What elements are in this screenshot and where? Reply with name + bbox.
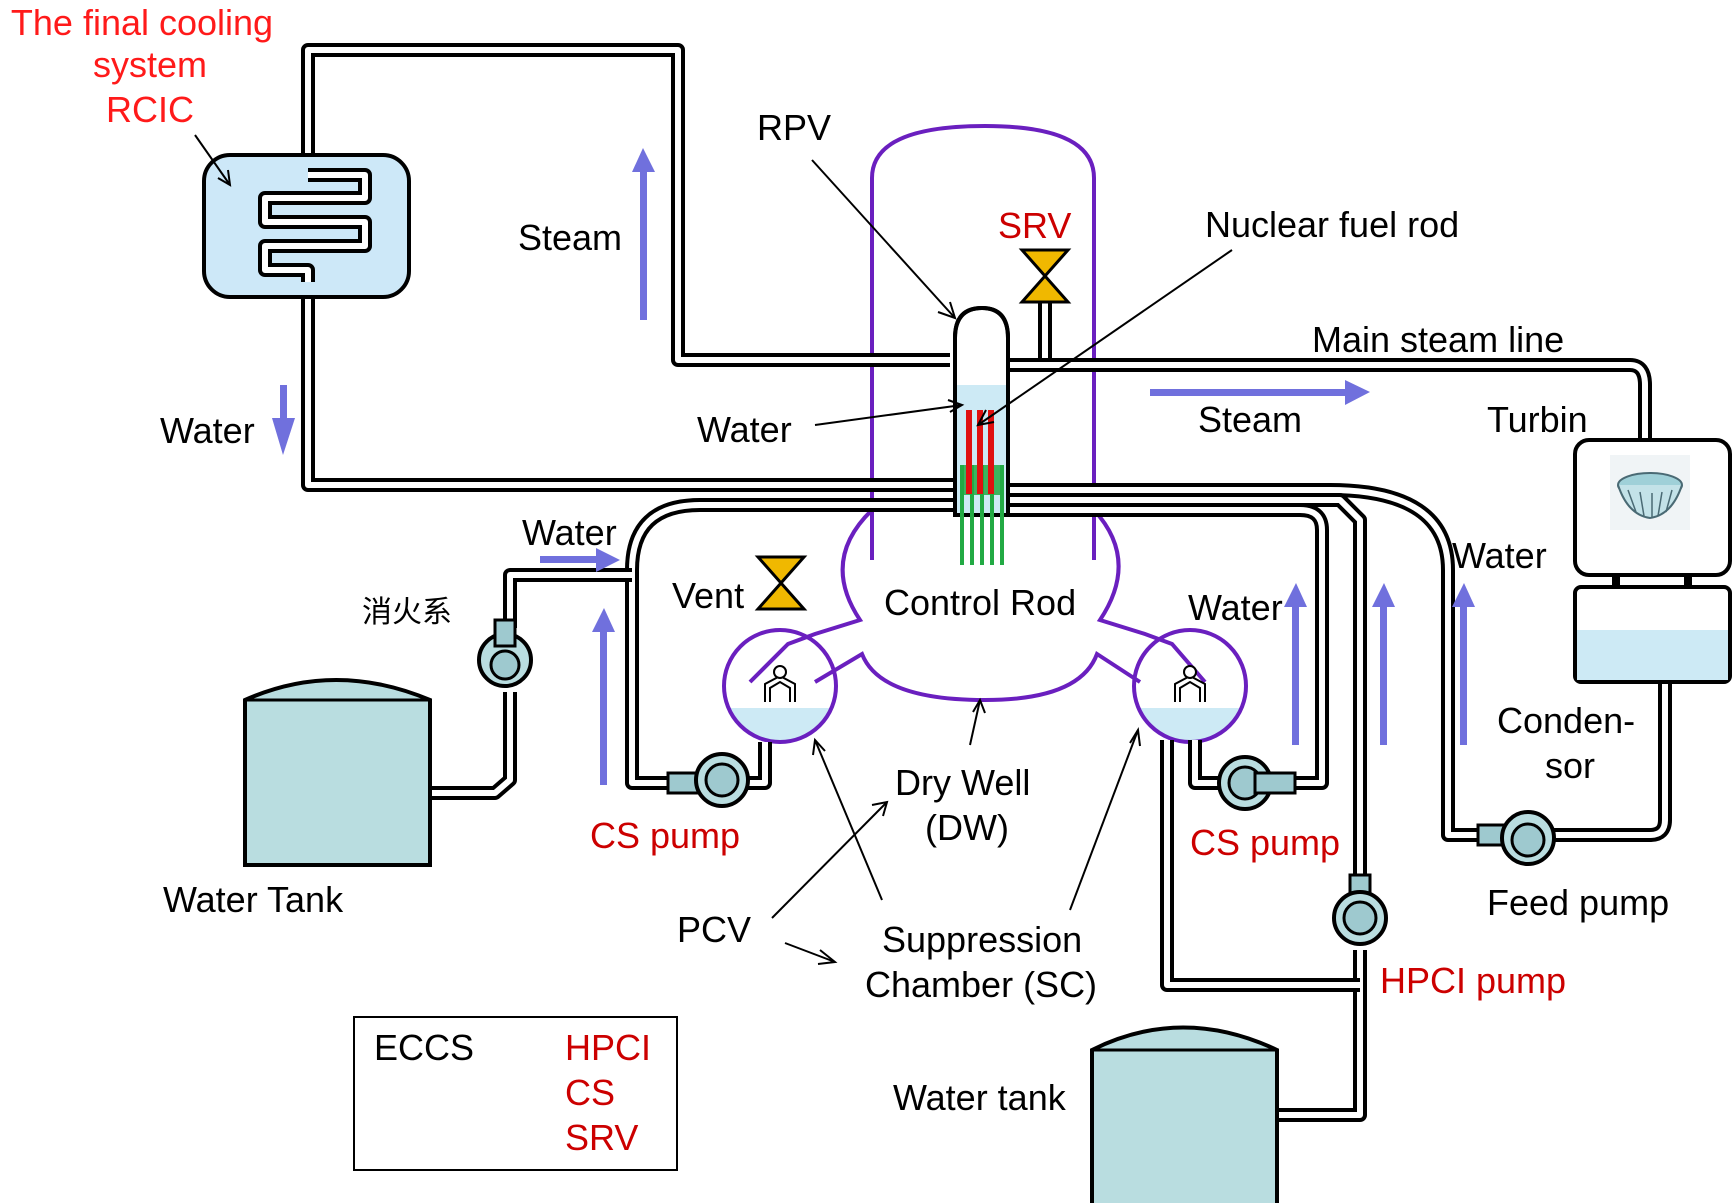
main-steam-line-label: Main steam line [1312,319,1564,360]
vent-valve-icon [754,555,808,611]
water-tank-bottom [1090,1025,1279,1203]
water-rpv-label: Water [697,409,792,450]
cs-pump-right-icon [1217,755,1297,811]
feed-pump-label: Feed pump [1487,882,1669,923]
dry-well-label-line2: (DW) [925,807,1009,848]
water-tank-bottom-label: Water tank [893,1077,1067,1118]
turbine-connectors [1612,575,1692,587]
pcv-label: PCV [677,909,751,950]
arrow-hpci-up [1372,583,1395,745]
cs-pump-left-icon [666,752,750,808]
water-right-label: Water [1188,587,1283,628]
srv-valve-icon [1018,248,1072,304]
water-tank-left [243,678,432,867]
vent-label: Vent [672,575,744,616]
rpv-label: RPV [757,107,831,148]
legend-item-hpci: HPCI [565,1027,651,1068]
cs-pump-right-label: CS pump [1190,822,1340,863]
arrow-feed-up [1452,583,1475,745]
rcic-title-line1: The final cooling [11,2,273,43]
nuclear-fuel-rod-label: Nuclear fuel rod [1205,204,1459,245]
srv-label: SRV [998,205,1071,246]
control-rods [960,465,1004,565]
suppression-chamber-right [1132,628,1248,744]
condensor [1573,585,1732,684]
pcv-outline [748,123,1207,703]
suppression-chamber-left [722,628,838,744]
arrow-steam-right [1150,380,1370,405]
rcic-title-line3: RCIC [106,89,194,130]
steam-top-label: Steam [518,217,622,258]
turbine [1573,438,1732,577]
steam-line-label: Steam [1198,399,1302,440]
feed-pump-icon [1476,810,1556,866]
condensor-label-line1: Conden- [1497,700,1635,741]
legend-item-srv: SRV [565,1117,638,1158]
legend-title: ECCS [374,1027,474,1068]
flow-arrows [272,148,1475,785]
labels: The final cooling system RCIC RPV SRV Nu… [11,2,1669,1118]
arrow-water-right [540,548,620,572]
arrow-cs-right-up [1284,583,1307,745]
pipes [301,43,1672,1122]
condensor-label-line2: sor [1545,745,1595,786]
control-rod-label: Control Rod [884,582,1076,623]
water-upper-left-label: Water [522,512,617,553]
rcic-title-line2: system [93,44,207,85]
nuclear-fuel-rods [966,410,994,494]
fire-pump-icon [477,618,533,688]
leader-lines [194,134,1233,965]
dry-well-label-line1: Dry Well [895,762,1030,803]
suppression-label-line1: Suppression [882,919,1082,960]
water-left-label: Water [160,410,255,451]
arrow-steam-up [632,148,655,320]
fire-system-label: 消火系 [362,595,452,630]
hpci-pump-icon [1332,873,1388,946]
rcic-heat-exchanger [202,153,411,299]
water-tank-left-label: Water Tank [163,879,344,920]
eccs-legend: ECCS HPCI CS SRV [353,1016,678,1171]
suppression-label-line2: Chamber (SC) [865,964,1097,1005]
arrow-water-down [272,385,295,455]
legend-item-cs: CS [565,1072,615,1113]
cs-pump-left-label: CS pump [590,815,740,856]
water-far-right-label: Water [1452,535,1547,576]
arrow-cs-left-up [592,608,615,785]
turbin-label: Turbin [1487,399,1588,440]
hpci-pump-label: HPCI pump [1380,960,1566,1001]
